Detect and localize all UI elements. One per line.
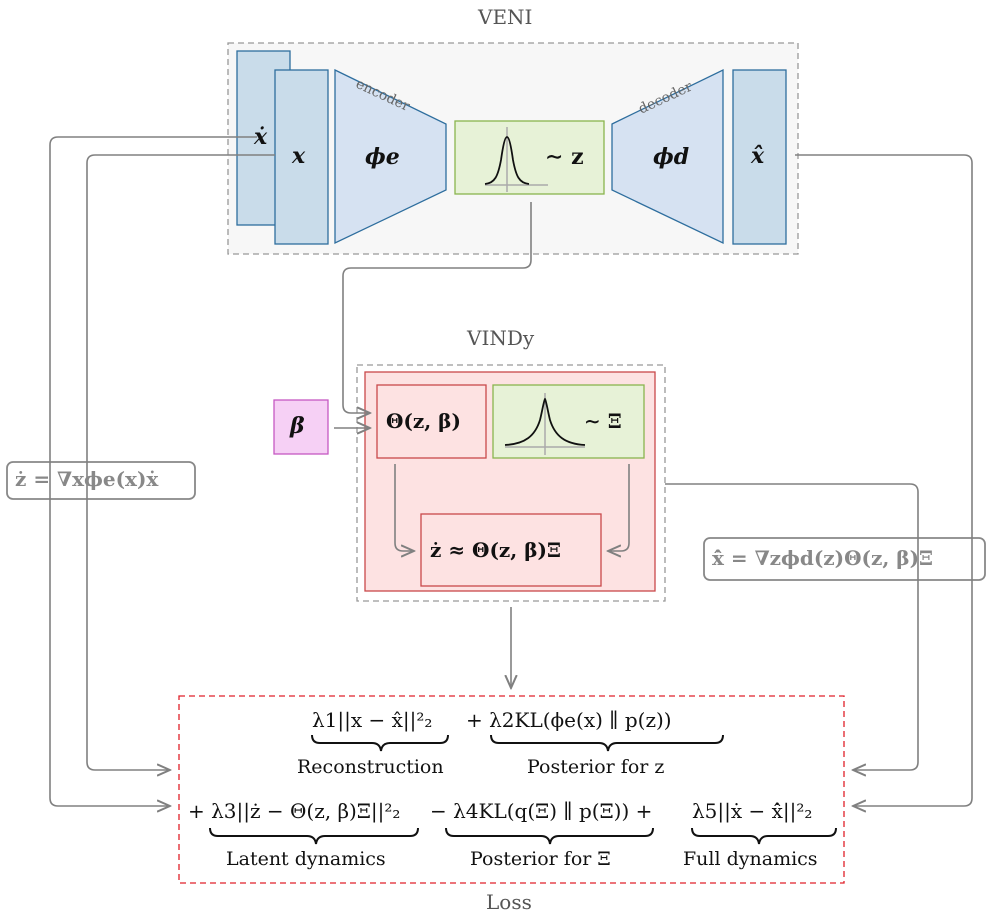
loss-term-reconstruction: λ1||x − x̂||²₂ (312, 708, 433, 732)
arrow-xi-zdot (608, 464, 630, 551)
encoder-trapezoid (334, 68, 447, 245)
label-full-dynamics: Full dynamics (683, 848, 818, 870)
left-eq-box (6, 461, 196, 500)
xdot-label: ẋ (254, 124, 268, 150)
arrow-vindy-right-loss (665, 483, 919, 770)
brace-posterior-z (490, 734, 724, 752)
latent-label: ∼ z (545, 144, 584, 170)
x-box (274, 69, 329, 245)
xi-box (492, 384, 645, 459)
arrow-theta-zdot (394, 464, 414, 551)
loss-term-posterior-z: + λ2KL(ϕe(x) ∥ p(z)) (466, 708, 672, 732)
left-equation: ż = ∇xϕe(x)ẋ (15, 467, 159, 491)
latent-box (454, 120, 605, 195)
loss-term-full-dynamics: λ5||ẋ − x̂̇||²₂ (692, 799, 813, 823)
zdot-model-box (420, 513, 602, 587)
arrow-x-loss (86, 154, 275, 770)
brace-reconstruction (311, 734, 449, 752)
label-posterior-xi: Posterior for Ξ (470, 848, 611, 870)
right-equation: x̂̇ = ∇zϕd(z)Θ(z, β)Ξ (712, 546, 934, 570)
veni-title: VENI (478, 5, 533, 29)
label-posterior-z: Posterior for z (527, 756, 665, 778)
loss-frame (178, 695, 845, 884)
phi-e-label: ϕe (365, 144, 400, 170)
vindy-frame (356, 364, 666, 602)
x-label: x (292, 143, 306, 169)
theta-box (376, 384, 487, 459)
arrow-xhat-loss (795, 154, 973, 806)
brace-latent-dynamics (209, 827, 419, 845)
right-eq-box (703, 537, 986, 581)
xhat-box (732, 69, 787, 245)
arrow-latent-theta (342, 202, 532, 413)
beta-label: β (290, 413, 305, 439)
brace-full-dynamics (691, 827, 837, 845)
loss-term-latent-dynamics: + λ3||ż − Θ(z, β)Ξ||²₂ (188, 799, 401, 823)
loss-term-posterior-xi: − λ4KL(q(Ξ) ∥ p(Ξ)) + (430, 799, 653, 823)
beta-box (273, 399, 329, 455)
label-latent-dynamics: Latent dynamics (226, 848, 386, 870)
arrow-xdot-loss (49, 136, 257, 806)
loss-title: Loss (486, 890, 532, 914)
xhat-label: x̂ (751, 143, 765, 169)
vindy-title: VINDy (467, 326, 535, 350)
zdot-model-label: ż ≈ Θ(z, β)Ξ (430, 538, 562, 562)
xi-label: ∼ Ξ (584, 409, 622, 433)
theta-label: Θ(z, β) (386, 409, 461, 433)
laplace-curve (504, 397, 586, 446)
label-reconstruction: Reconstruction (297, 756, 444, 778)
gaussian-curve (484, 136, 530, 185)
brace-posterior-xi (445, 827, 654, 845)
phi-d-label: ϕd (653, 144, 690, 170)
decoder-trapezoid (611, 68, 724, 245)
